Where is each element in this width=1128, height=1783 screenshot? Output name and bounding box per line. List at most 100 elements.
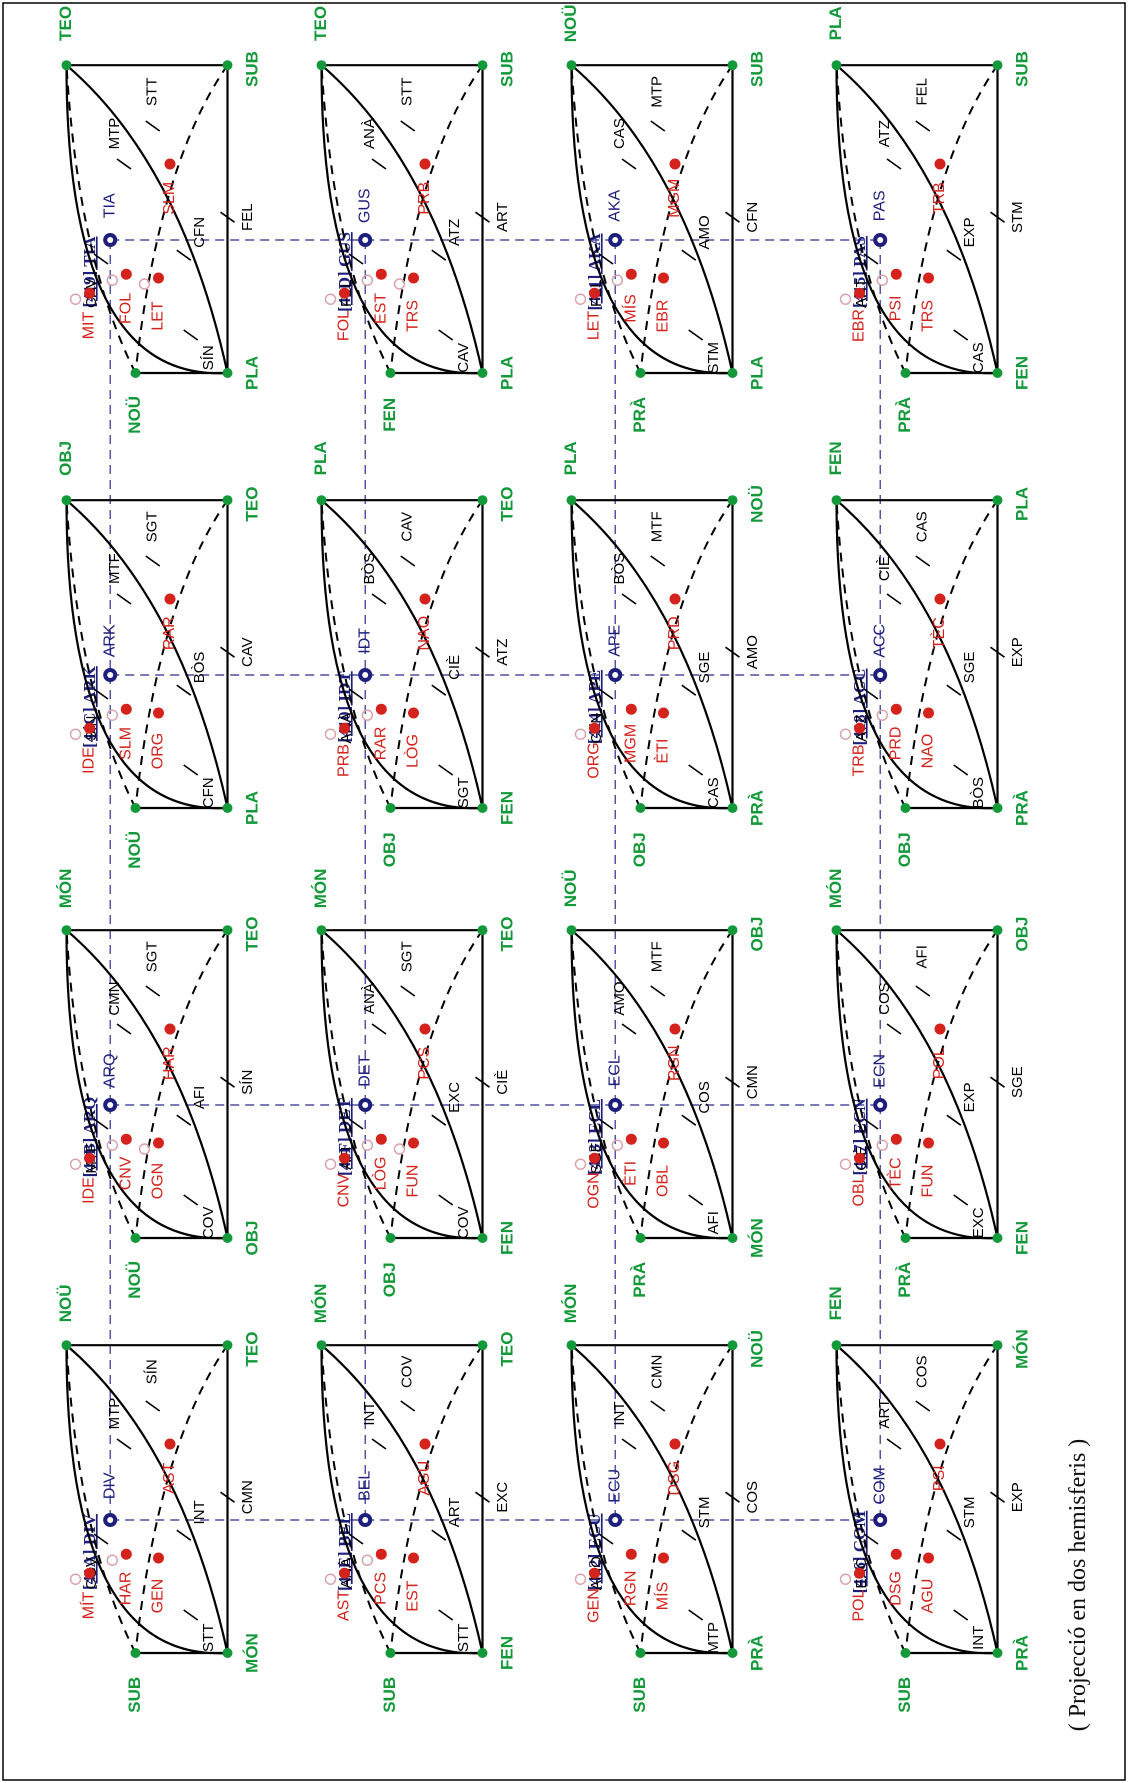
point-dot-ebr [854, 287, 865, 299]
vertex-dot-fen [992, 368, 1003, 378]
hemisphere-outline [320, 929, 484, 1240]
center-node-core [362, 672, 369, 678]
hemisphere-outline [835, 929, 999, 1240]
edge-label-cfn: CFN [200, 777, 217, 808]
point-label-prd: PRD [888, 727, 905, 761]
point-dot-mis [658, 1552, 669, 1564]
edge-label-cmn: CMN [239, 1480, 256, 1514]
edge-tick [915, 555, 931, 567]
point-label-ogn: OGN [586, 1172, 603, 1208]
edge-label-exp: EXP [961, 217, 978, 247]
vertex-dot-fen [992, 1233, 1003, 1243]
edge-tick [431, 1529, 447, 1541]
vertex-label-pra: PRÀ [630, 397, 649, 433]
vertex-dot-sub [222, 60, 233, 71]
center-label-ecl: ECL [606, 1055, 623, 1086]
vertex-label-fen: FEN [380, 398, 399, 432]
edge-label-atz: ATZ [494, 639, 511, 666]
hidden-edges [570, 64, 734, 374]
hollow-marker-har [138, 1143, 151, 1155]
edge-tick [863, 1533, 879, 1545]
panels: [419] TIASTTCAVFELSÍNMTPCFNSUBTEOPLANOÜM… [56, 5, 1031, 1713]
edge-tick [886, 1023, 902, 1035]
hemisphere-outline [835, 64, 999, 375]
point-dot-fol [120, 268, 132, 280]
edge-label-art: ART [494, 202, 511, 232]
edge-label-stt: STT [399, 78, 416, 106]
panel-410: [410] IDTCAVANÀATZSGTBÒSCIÈTEOPLAFENOBJP… [311, 441, 516, 867]
hidden-edges [65, 64, 229, 374]
edge-label-sin: SÍN [200, 345, 217, 370]
point-dot-prd [669, 593, 681, 605]
center-label-pas: PAS [871, 190, 888, 221]
point-dot-rgn [625, 1548, 637, 1560]
point-label-gen: GEN [150, 1579, 167, 1614]
vertex-label-teo: TEO [242, 1332, 261, 1367]
center-label-ecn: ECN [871, 1054, 888, 1088]
vertex-dot-obj [61, 495, 72, 506]
point-label-ogn: OGN [150, 1163, 167, 1199]
edge-tick [371, 1023, 387, 1035]
edge-label-sin: SÍN [239, 1070, 256, 1095]
panel-41b: [41B] ARQSGTMTFSÍNCOVCMNAFITEOMÓNOBJNOÜI… [56, 869, 261, 1299]
edge-tick [400, 555, 416, 567]
hollow-marker-rgn [611, 1139, 623, 1151]
vertex-dot-mon [727, 1233, 738, 1243]
vertex-label-obj: OBJ [747, 917, 766, 952]
edge-label-sgt: SGT [399, 941, 416, 972]
point-label-fun: FUN [920, 1165, 937, 1198]
center-label-ape: APE [606, 625, 623, 657]
edge-tick [725, 1491, 740, 1503]
edge-tick [348, 688, 364, 700]
vertex-label-pla: PLA [242, 791, 261, 825]
point-dot-prb [419, 158, 431, 170]
hemisphere-outline [570, 64, 734, 375]
point-label-ide: IDE [81, 747, 98, 774]
edge-tick [953, 329, 969, 341]
point-label-pol: POL [931, 1047, 948, 1079]
point-label-ide: IDE [81, 1177, 98, 1204]
point-dot-har [120, 1548, 132, 1560]
point-dot-gen [153, 1552, 164, 1564]
vertex-label-teo: TEO [242, 487, 261, 522]
point-label-prd: PRD [666, 616, 683, 650]
point-label-let: LET [150, 301, 167, 331]
edge-label-exc: EXC [494, 1482, 511, 1513]
edge-tick [438, 764, 454, 776]
point-dot-ebr [658, 272, 669, 284]
edge-tick [475, 646, 490, 658]
vertex-label-nou: NOÜ [125, 1261, 144, 1299]
center-label-idt: IDT [356, 628, 373, 654]
edge-tick [946, 1529, 962, 1541]
edge-tick [431, 684, 447, 696]
edge-tick [915, 985, 931, 997]
edge-label-mtp: MTP [106, 118, 123, 150]
point-dot-dsg [669, 1438, 681, 1450]
point-label-psi: PSI [888, 296, 905, 322]
vertex-label-fen: FEN [497, 1221, 516, 1255]
center-node-core [612, 1102, 619, 1108]
point-dot-slm [164, 158, 176, 170]
edge-tick [990, 211, 1005, 223]
edge-tick [915, 1400, 931, 1412]
edge-label-ana: ANÀ [361, 118, 378, 149]
hollow-marker-trs [361, 274, 373, 286]
vertex-label-pla: PLA [561, 441, 580, 475]
edge-label-cos: COS [876, 982, 893, 1015]
hollow-marker-gen [106, 1554, 119, 1566]
edge-tick [438, 1609, 454, 1621]
hemisphere-outline [65, 64, 229, 375]
edge-label-atz: ATZ [876, 120, 893, 147]
vertex-dot-pla [831, 60, 842, 71]
center-label-acc: ACC [871, 624, 888, 658]
vertex-label-nou: NOÜ [561, 870, 580, 908]
vertex-dot-mon [61, 925, 72, 936]
point-label-gen: GEN [586, 1588, 603, 1623]
edge-label-afi: AFI [191, 1086, 208, 1109]
vertex-dot-teo [477, 495, 488, 506]
vertex-dot-fen [477, 1648, 488, 1658]
edge-label-sin: SÍN [144, 1359, 161, 1384]
point-label-rar: RAR [373, 727, 390, 761]
vertex-dot-teo [61, 60, 72, 71]
edge-tick [990, 1491, 1005, 1503]
